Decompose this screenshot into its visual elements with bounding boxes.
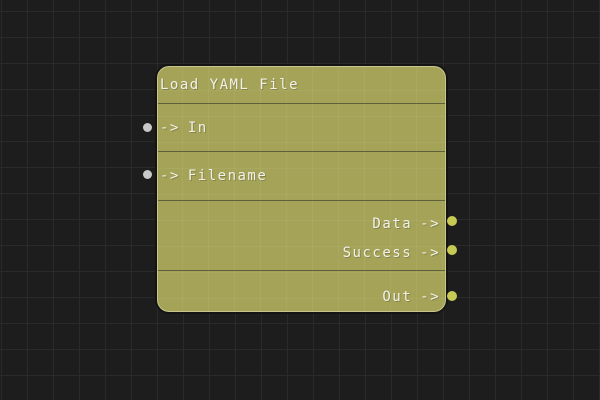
output-arrow-icon: -> (420, 244, 440, 261)
input-port-dot-filename[interactable] (143, 170, 152, 179)
output-port-dot-out[interactable] (447, 291, 457, 301)
input-port-dot-in[interactable] (143, 123, 152, 132)
output-port-row-out[interactable]: Out -> (158, 271, 445, 313)
node-title: Load YAML File (160, 77, 300, 93)
output-arrow-icon: -> (420, 215, 440, 232)
output-port-dot-data[interactable] (447, 216, 457, 226)
output-port-row-success[interactable]: Success -> (158, 238, 445, 267)
input-arrow-icon: -> (160, 119, 180, 136)
output-port-label-out: Out (382, 289, 413, 305)
node-load-yaml-file[interactable]: Load YAML File -> In -> Filename Data ->… (157, 66, 446, 312)
input-port-row-filename[interactable]: -> Filename (158, 152, 445, 201)
input-port-label-in: In (187, 119, 208, 136)
output-port-group: Data -> Success -> (158, 201, 445, 271)
output-port-row-data[interactable]: Data -> (158, 209, 445, 238)
output-arrow-icon: -> (420, 289, 440, 305)
output-port-label-data: Data (372, 215, 413, 232)
input-port-row-in[interactable]: -> In (158, 104, 445, 152)
node-title-bar[interactable]: Load YAML File (158, 67, 445, 104)
output-port-dot-success[interactable] (447, 245, 457, 255)
input-port-label-filename: Filename (187, 168, 268, 184)
input-arrow-icon: -> (160, 168, 180, 184)
output-port-label-success: Success (342, 244, 413, 261)
